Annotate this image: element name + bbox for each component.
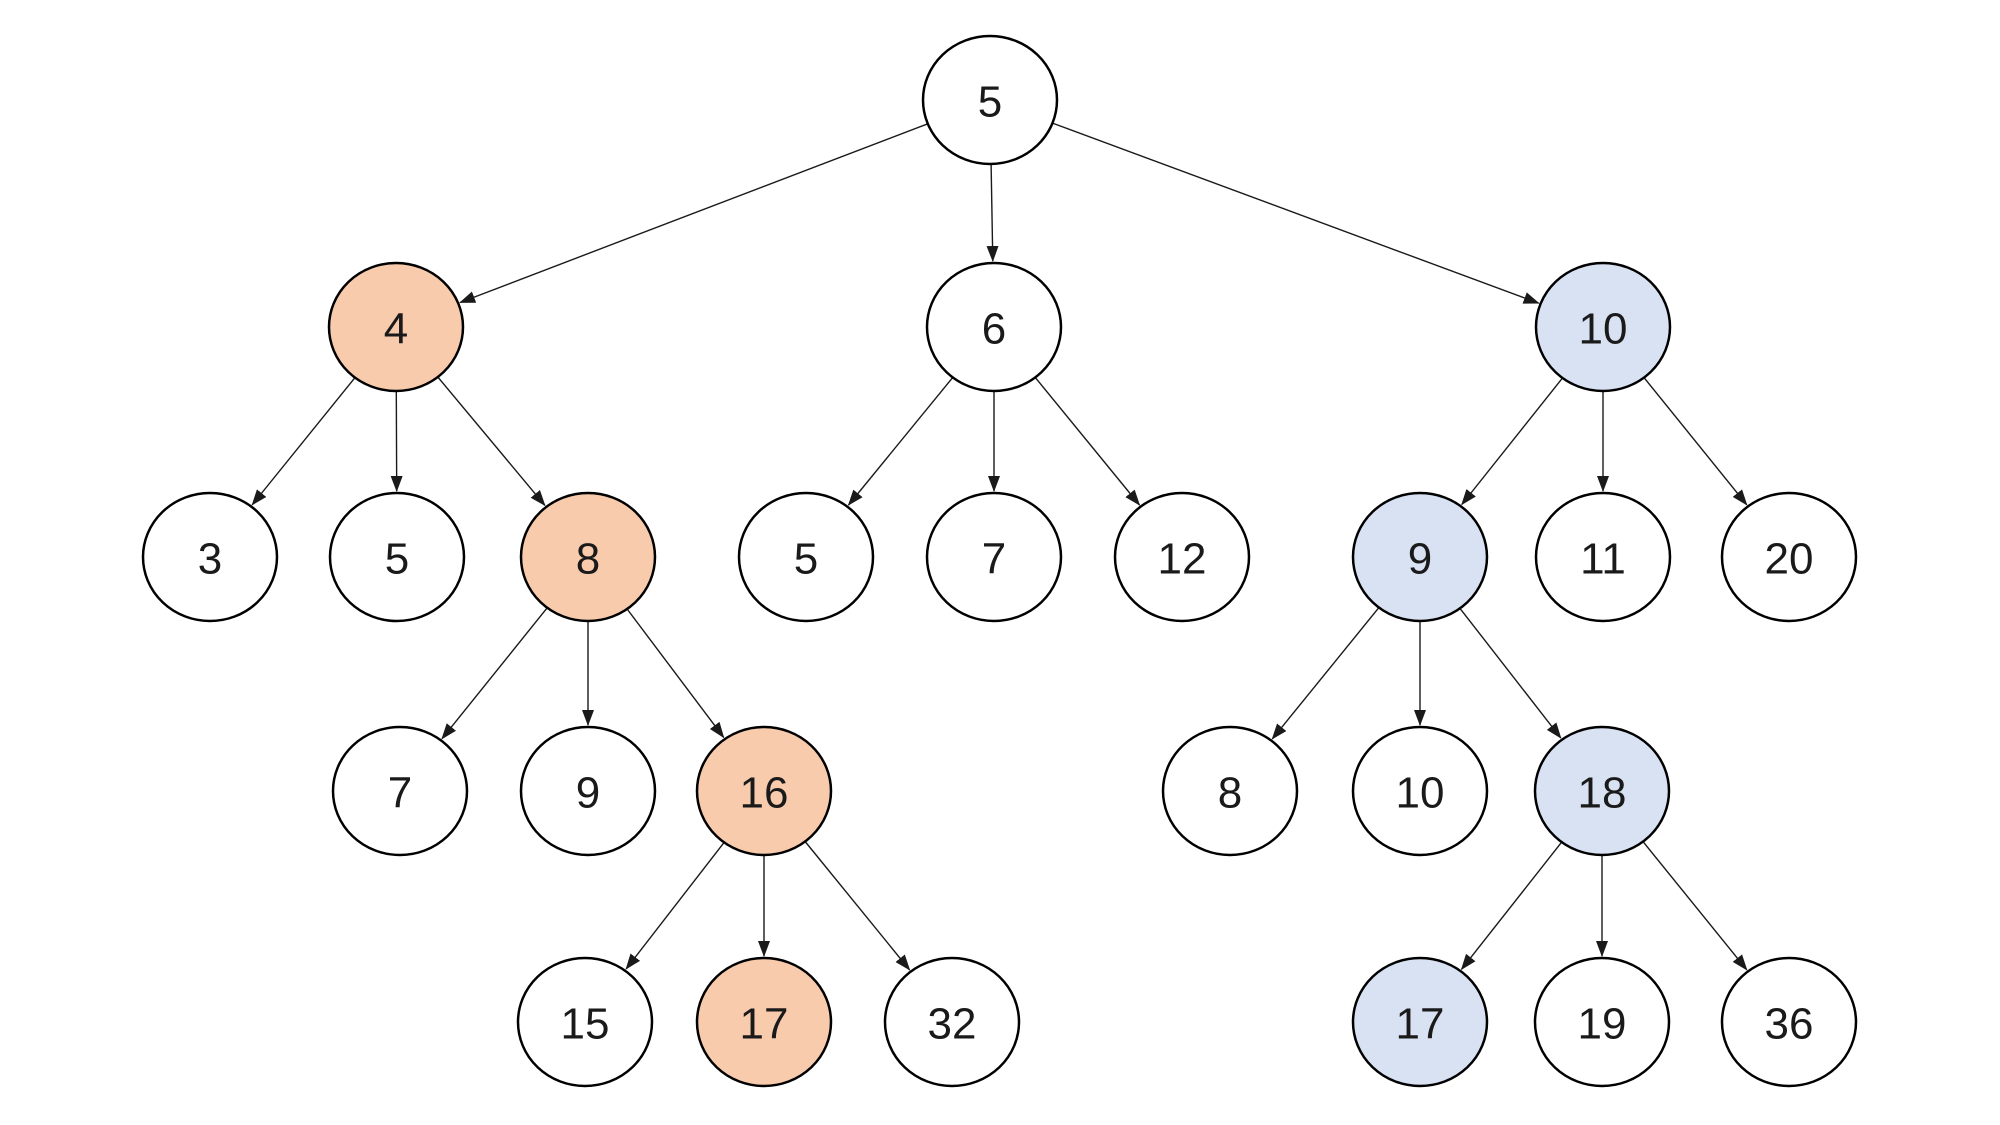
tree-node-circle-n7b [331,725,469,857]
tree-node-circle-n4 [327,261,465,393]
tree-edge-n6-n12 [1034,376,1141,506]
tree-node-n8b: 8 [1161,725,1299,857]
tree-node-label-n6: 6 [982,305,1006,354]
tree-edge-n10-n20 [1643,377,1748,506]
tree-node-n10: 10 [1534,261,1672,393]
tree-edge-n8-n7b [441,607,548,740]
tree-edge-n16-n32 [804,841,911,971]
tree-node-circle-n17b [1351,956,1489,1088]
tree-node-label-n3: 3 [198,535,222,584]
tree-edge-root5-n10 [1052,122,1540,304]
tree-node-label-n7b: 7 [388,769,412,818]
tree-node-circle-n36 [1720,956,1858,1088]
tree-edge-n10-n9 [1461,377,1564,506]
tree-edge-n9-n8b [1271,607,1380,740]
tree-edge-n16-n15 [625,841,725,970]
tree-edge-n8-n16 [626,608,725,739]
tree-node-label-n12: 12 [1158,535,1207,584]
tree-node-circle-n5a [328,491,466,623]
tree-edges [251,122,1748,971]
tree-edge-n4-n8 [437,376,546,507]
tree-node-circle-n9b [519,725,657,857]
tree-node-circle-n9 [1351,491,1489,623]
tree-node-n11: 11 [1534,491,1672,623]
tree-edge-n18-n36 [1642,841,1748,971]
tree-nodes: 5 4 6 10 3 5 8 5 7 12 9 11 20 7 9 16 8 10 18 15 17 32 17 19 36 [141,34,1858,1088]
tree-node-circle-n32 [883,956,1021,1088]
tree-node-n6: 6 [925,261,1063,393]
tree-node-n5a: 5 [328,491,466,623]
tree-node-circle-n18 [1533,725,1671,857]
tree-node-circle-n10b [1351,725,1489,857]
tree-node-n9: 9 [1351,491,1489,623]
tree-node-n4: 4 [327,261,465,393]
tree-node-circle-n20 [1720,491,1858,623]
tree-node-n17b: 17 [1351,956,1489,1088]
tree-node-label-n32: 32 [928,1000,977,1049]
tree-node-root5: 5 [921,34,1059,166]
tree-edge-n6-n5b [847,376,954,506]
tree-edge-n18-n17b [1460,841,1563,971]
tree-node-label-n19: 19 [1578,1000,1627,1049]
tree-node-n9b: 9 [519,725,657,857]
tree-node-n19: 19 [1533,956,1671,1088]
tree-node-label-n8: 8 [576,535,600,584]
tree-node-n36: 36 [1720,956,1858,1088]
tree-node-circle-n5b [737,491,875,623]
tree-node-circle-n19 [1533,956,1671,1088]
tree-node-circle-n12 [1113,491,1251,623]
tree-node-n8: 8 [519,491,657,623]
tree-edge-n9-n18 [1459,607,1562,739]
tree-node-n12: 12 [1113,491,1251,623]
tree-node-label-n15: 15 [561,1000,610,1049]
tree-node-n10b: 10 [1351,725,1489,857]
tree-node-circle-root5 [921,34,1059,166]
tree-node-label-n18: 18 [1578,769,1627,818]
tree-node-n7b: 7 [331,725,469,857]
tree-node-label-n16: 16 [740,769,789,818]
tree-edge-n4-n3 [251,377,356,506]
tree-node-circle-n10 [1534,261,1672,393]
tree-node-circle-n11 [1534,491,1672,623]
tree-node-n7: 7 [925,491,1063,623]
tree-node-circle-n6 [925,261,1063,393]
tree-edge-root5-n4 [459,123,929,304]
tree-node-label-n11: 11 [1580,535,1626,584]
tree-node-label-n7: 7 [982,535,1006,584]
tree-node-n5b: 5 [737,491,875,623]
tree-node-n18: 18 [1533,725,1671,857]
tree-node-n32: 32 [883,956,1021,1088]
tree-node-circle-n15 [516,956,654,1088]
tree-node-circle-n16 [695,725,833,857]
tree-node-label-n9: 9 [1408,535,1432,584]
tree-node-circle-n3 [141,491,279,623]
tree-node-circle-n7 [925,491,1063,623]
tree-node-n17: 17 [695,956,833,1088]
tree-node-label-n17: 17 [740,1000,789,1049]
tree-node-label-n9b: 9 [576,769,600,818]
tree-node-label-n10b: 10 [1396,769,1445,818]
tree-node-n16: 16 [695,725,833,857]
tree-node-label-n17b: 17 [1396,1000,1445,1049]
tree-node-circle-n8 [519,491,657,623]
tree-node-circle-n17 [695,956,833,1088]
tree-node-circle-n8b [1161,725,1299,857]
tree-node-label-n5b: 5 [794,535,818,584]
tree-node-label-n8b: 8 [1218,769,1242,818]
tree-node-label-n10: 10 [1579,305,1628,354]
tree-node-n20: 20 [1720,491,1858,623]
tree-node-n15: 15 [516,956,654,1088]
tree-node-label-n5a: 5 [385,535,409,584]
tree-node-label-root5: 5 [978,78,1002,127]
tree-node-n3: 3 [141,491,279,623]
tree-node-label-n36: 36 [1765,1000,1814,1049]
tree-node-label-n4: 4 [384,305,408,354]
tree-node-label-n20: 20 [1765,535,1814,584]
tree-edge-root5-n6 [986,163,999,262]
